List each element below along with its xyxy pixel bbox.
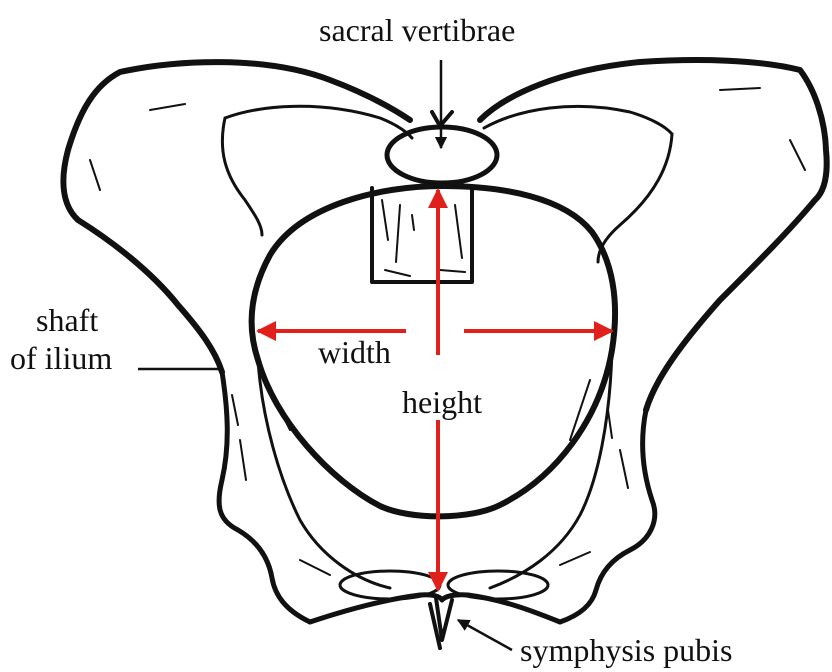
width-label: width <box>318 336 391 368</box>
pelvis-bone <box>63 60 826 648</box>
pelvic-inlet <box>252 186 615 516</box>
shaft-label-line1: shaft <box>36 304 98 336</box>
height-label: height <box>402 386 482 418</box>
shaft-label-line2: of ilium <box>10 342 112 374</box>
symphysis-point <box>430 598 452 648</box>
right-ilium-inner <box>484 106 672 262</box>
right-ilium-wing <box>480 60 827 410</box>
left-pubic-ramus <box>258 360 390 588</box>
symphysis-pubis-label: symphysis pubis <box>520 634 732 666</box>
sacral-vertebrae-label: sacral vertibrae <box>319 14 515 46</box>
sacrum-texture <box>382 200 465 276</box>
symphysis-leader <box>458 620 512 650</box>
left-ilium-wing <box>63 62 410 372</box>
